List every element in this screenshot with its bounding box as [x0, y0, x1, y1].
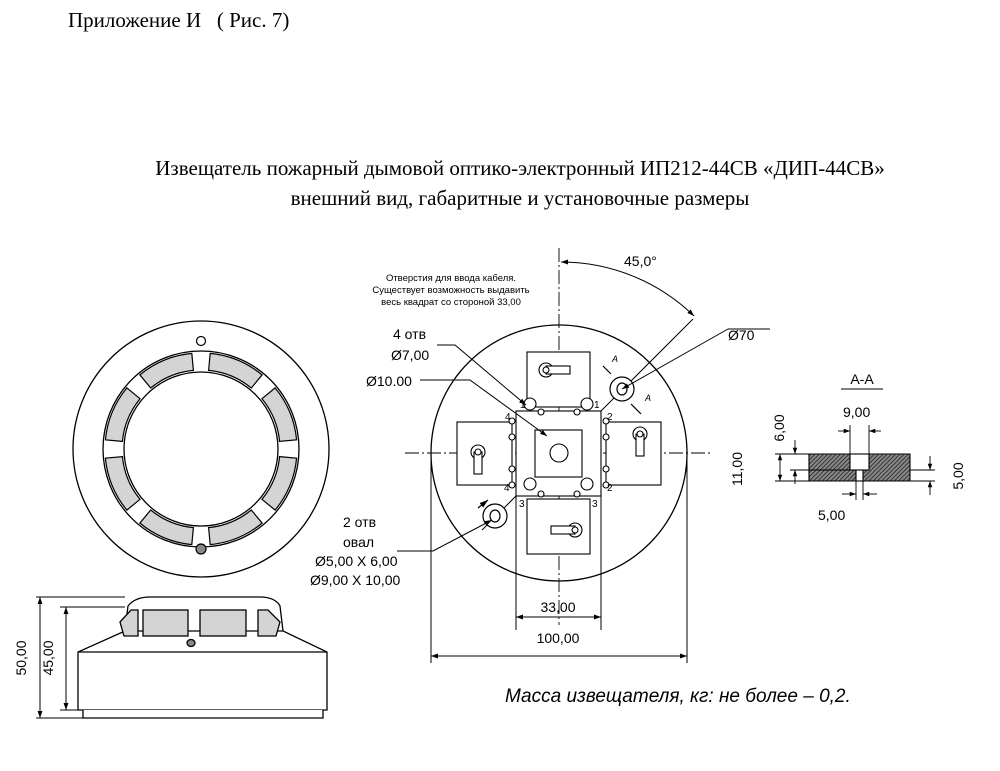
oval-dia2-label: Ø9,00 X 10,00 [310, 572, 401, 588]
section-d5-vertical-label: 5,00 [950, 462, 966, 489]
angle-dimension [560, 259, 695, 317]
height-dimensions [36, 596, 125, 719]
width-dimensions [430, 453, 688, 663]
dim-100-label: 100,00 [537, 630, 580, 646]
section-d9-label: 9,00 [843, 404, 870, 420]
dia10-label: Ø10.00 [366, 373, 412, 389]
vent-slot [207, 509, 263, 546]
section-profile [808, 453, 911, 482]
dia70-label: Ø70 [728, 327, 755, 343]
section-d5-horizontal-label: 5,00 [818, 507, 845, 523]
section-d6-label: 6,00 [771, 414, 787, 441]
terminal-2-bottom: 2 [607, 483, 613, 494]
vent-slot [104, 387, 141, 443]
dim-33-label: 33,00 [540, 599, 575, 615]
led-indicator [195, 543, 207, 555]
section-marker-a1: A [611, 354, 618, 364]
vent-slot [139, 509, 195, 546]
angle-label: 45,0° [624, 253, 657, 269]
vent-slot [261, 387, 298, 443]
terminal-4-bottom: 4 [504, 483, 510, 494]
vent-slot [104, 455, 141, 511]
height-45-label: 45,00 [40, 640, 56, 675]
detector-side-view [77, 596, 328, 719]
section-dimension-lines [775, 425, 935, 500]
detector-top-view [72, 320, 330, 578]
cable-note-line2: Существует возможность выдавить [372, 285, 529, 296]
oval-dia1-label: Ø5,00 X 6,00 [315, 553, 398, 569]
vent-slot [261, 455, 298, 511]
terminal-4-top: 4 [505, 412, 511, 423]
section-title: А-А [850, 371, 874, 387]
vent-slot [207, 352, 263, 389]
cable-note-line3: весь квадрат со стороной 33,00 [381, 297, 521, 308]
vent-slot [139, 352, 195, 389]
oval-word-label: овал [343, 534, 374, 550]
vent-slot-group [104, 352, 298, 546]
oval-count-label: 2 отв [343, 514, 376, 530]
appendix-label: Приложение И ( Рис. 7) [68, 8, 290, 32]
top-hole [195, 335, 207, 347]
drawing-title-line1: Извещатель пожарный дымовой оптико-элект… [155, 156, 885, 180]
holes-count-label: 4 отв [393, 326, 426, 342]
terminal-numbers: 1 1 2 2 3 3 4 4 [504, 400, 613, 510]
cable-note-line1: Отверстия для ввода кабеля. [386, 273, 516, 284]
terminal-1-right: 1 [594, 400, 600, 411]
mass-note: Масса извещателя, кг: не более – 0,2. [505, 686, 851, 707]
height-50-label: 50,00 [13, 640, 29, 675]
terminal-1-left: 1 [520, 400, 526, 411]
terminal-3-right: 3 [592, 499, 598, 510]
section-d11-label: 11,00 [729, 452, 745, 486]
drawing-title-line2: внешний вид, габаритные и установочные р… [290, 186, 750, 210]
terminal-2-top: 2 [607, 412, 613, 423]
dia70-leader [621, 328, 729, 390]
section-marker-a2: A [644, 393, 651, 403]
terminal-3-left: 3 [519, 499, 525, 510]
holes-dia7-label: Ø7,00 [391, 347, 429, 363]
